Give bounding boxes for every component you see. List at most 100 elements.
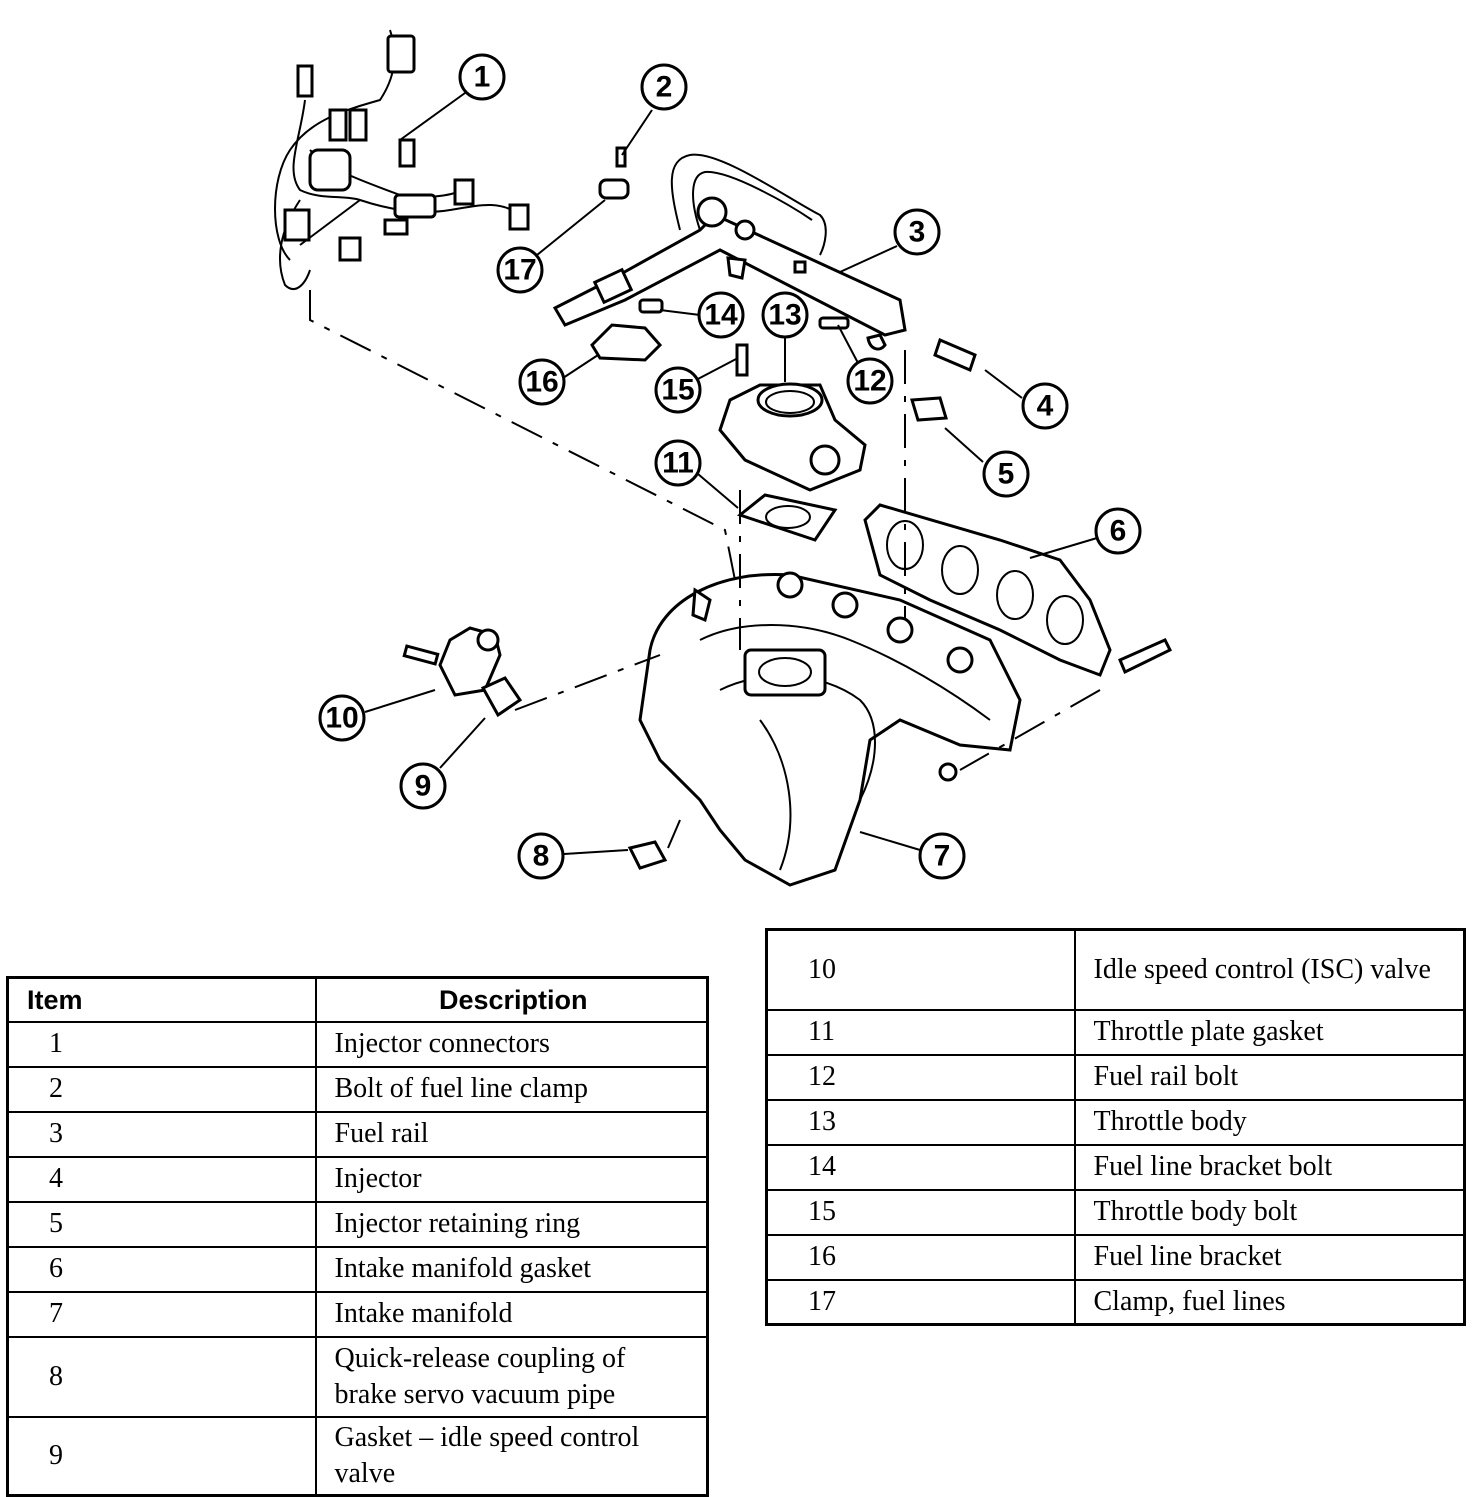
callout-14: 14 xyxy=(697,291,745,339)
callout-label: 7 xyxy=(934,840,951,873)
item-description: Fuel rail bolt xyxy=(1073,1053,1466,1101)
item-number: 16 xyxy=(765,1233,1076,1281)
callout-8: 8 xyxy=(517,832,565,880)
callout-label: 14 xyxy=(704,299,738,332)
item-description: Idle speed control (ISC) valve xyxy=(1073,928,1466,1011)
table-header-row: Item Description xyxy=(6,976,709,1023)
item-description: Fuel line bracket bolt xyxy=(1073,1143,1466,1191)
header-item: Item xyxy=(6,976,317,1023)
callout-label: 9 xyxy=(415,770,432,803)
item-number: 14 xyxy=(765,1143,1076,1191)
callout-10: 10 xyxy=(318,694,366,742)
callout-label: 5 xyxy=(998,458,1015,491)
callout-label: 12 xyxy=(853,365,886,398)
callout-label: 4 xyxy=(1037,390,1054,423)
fuel-rail-drawing xyxy=(552,146,907,351)
callout-label: 6 xyxy=(1110,515,1127,548)
item-description: Injector xyxy=(314,1155,709,1203)
item-number: 8 xyxy=(6,1335,317,1418)
callout-7: 7 xyxy=(918,832,966,880)
callout-2: 2 xyxy=(640,63,688,111)
item-description: Injector retaining ring xyxy=(314,1200,709,1248)
item-description: Gasket – idle speed control valve xyxy=(314,1415,709,1496)
callout-15: 15 xyxy=(654,366,702,414)
throttle-body-drawing xyxy=(718,382,867,542)
callout-label: 16 xyxy=(525,366,558,399)
item-description: Fuel line bracket xyxy=(1073,1233,1466,1281)
item-number: 7 xyxy=(6,1290,317,1338)
item-number: 12 xyxy=(765,1053,1076,1101)
injector-drawing xyxy=(910,337,977,422)
item-number: 6 xyxy=(6,1245,317,1293)
callout-label: 13 xyxy=(768,299,801,332)
callout-label: 3 xyxy=(909,216,926,249)
callout-label: 11 xyxy=(662,447,694,480)
leader-lines xyxy=(364,92,1098,855)
callout-4: 4 xyxy=(1021,382,1069,430)
callout-9: 9 xyxy=(399,762,447,810)
item-description: Throttle body bolt xyxy=(1073,1188,1466,1236)
item-description: Fuel rail xyxy=(314,1110,709,1158)
item-description: Clamp, fuel lines xyxy=(1073,1278,1466,1326)
callout-5: 5 xyxy=(982,450,1030,498)
callout-1: 1 xyxy=(458,53,506,101)
assembly-lines xyxy=(309,290,1101,849)
callout-13: 13 xyxy=(761,291,809,339)
item-description: Intake manifold xyxy=(314,1290,709,1338)
item-number: 4 xyxy=(6,1155,317,1203)
item-description: Quick-release coupling of brake servo va… xyxy=(314,1335,709,1418)
callout-3: 3 xyxy=(893,208,941,256)
isc-valve-drawing xyxy=(402,626,523,718)
callout-label: 17 xyxy=(503,254,536,287)
callout-16: 16 xyxy=(518,358,566,406)
item-number: 15 xyxy=(765,1188,1076,1236)
item-description: Injector connectors xyxy=(314,1020,709,1068)
callout-label: 15 xyxy=(661,374,694,407)
manifold-gasket-drawing xyxy=(863,503,1173,677)
item-number: 3 xyxy=(6,1110,317,1158)
header-description: Description xyxy=(314,976,709,1023)
exploded-parts-diagram: 1 2 3 4 5 6 7 8 9 10 11 12 13 14 15 16 1… xyxy=(274,29,1173,887)
item-number: 13 xyxy=(765,1098,1076,1146)
callout-11: 11 xyxy=(654,439,702,487)
item-description: Bolt of fuel line clamp xyxy=(314,1065,709,1113)
callout-12: 12 xyxy=(846,357,894,405)
item-description: Throttle plate gasket xyxy=(1073,1008,1466,1056)
item-number: 5 xyxy=(6,1200,317,1248)
coupling-drawing xyxy=(627,840,668,870)
item-description: Intake manifold gasket xyxy=(314,1245,709,1293)
injector-harness-drawing xyxy=(274,29,530,290)
callout-17: 17 xyxy=(496,246,544,294)
item-number: 11 xyxy=(765,1008,1076,1056)
callout-6: 6 xyxy=(1094,507,1142,555)
callout-label: 10 xyxy=(325,702,358,735)
item-number: 2 xyxy=(6,1065,317,1113)
item-description: Throttle body xyxy=(1073,1098,1466,1146)
fuel-bracket-drawing xyxy=(590,298,850,377)
item-number: 9 xyxy=(6,1415,317,1496)
callout-label: 8 xyxy=(533,840,550,873)
callout-label: 2 xyxy=(656,71,673,104)
intake-manifold-drawing xyxy=(638,571,1022,887)
item-number: 1 xyxy=(6,1020,317,1068)
item-number: 10 xyxy=(765,928,1076,1011)
